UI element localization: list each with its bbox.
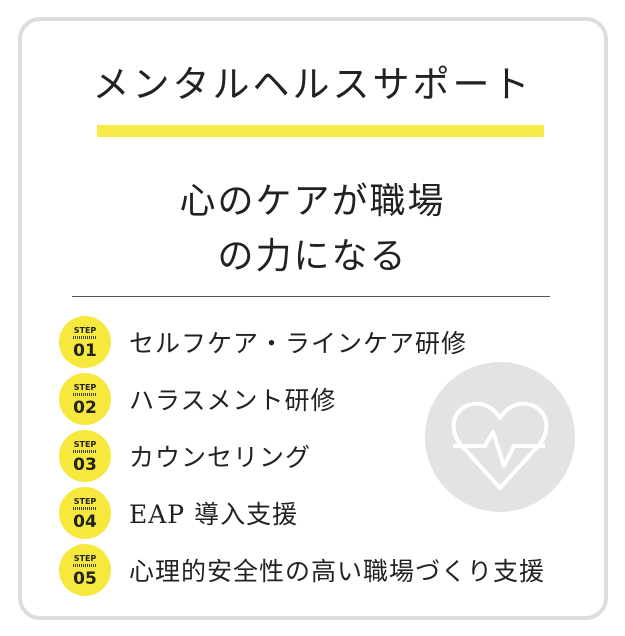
divider — [72, 296, 550, 297]
subtitle-line-1: 心のケアが職場 — [179, 181, 446, 222]
card — [18, 17, 608, 620]
step-label: ハラスメント研修 — [129, 386, 337, 415]
step-label: カウンセリング — [129, 443, 312, 472]
accent-bar — [97, 125, 544, 137]
step-label: 心理的安全性の高い職場づくり支援 — [129, 557, 546, 586]
subtitle-line-2: の力になる — [217, 236, 408, 277]
step-label: EAP 導入支援 — [129, 500, 299, 529]
heart-pulse-icon — [425, 362, 575, 512]
step-label: セルフケア・ラインケア研修 — [129, 329, 468, 358]
page-title: メンタルヘルスサポート — [92, 63, 533, 106]
